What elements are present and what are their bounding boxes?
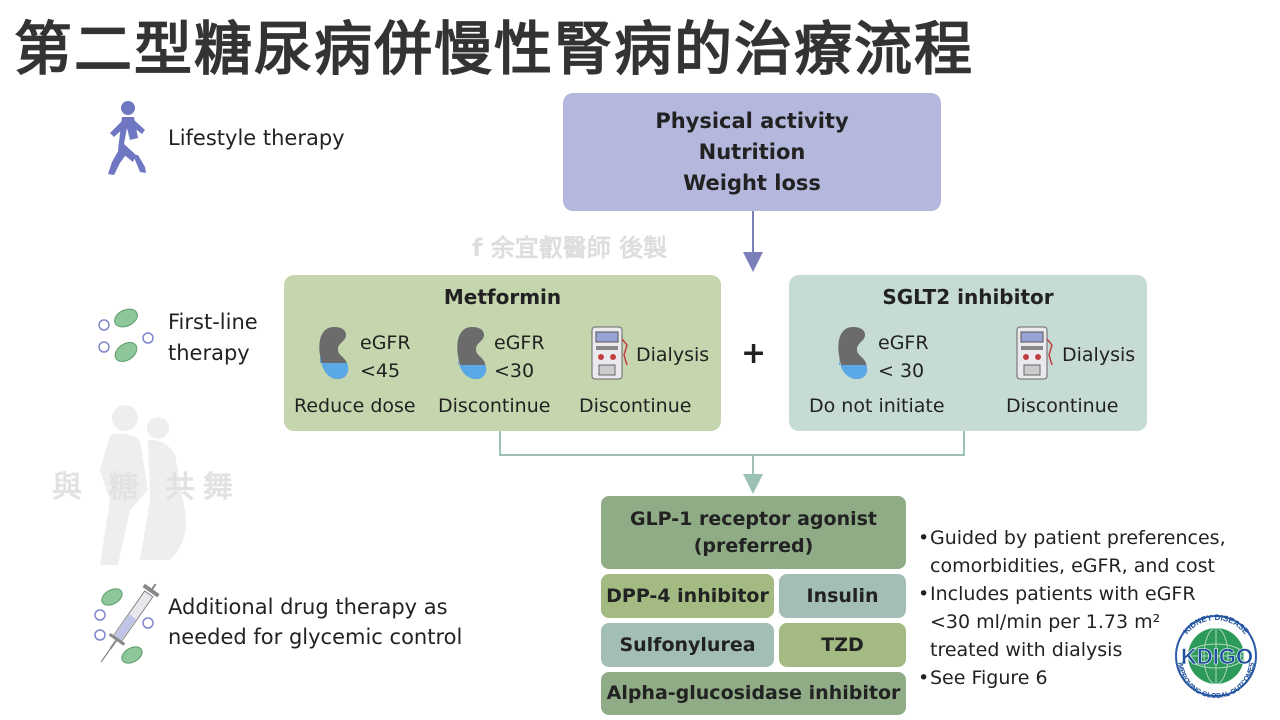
sglt2-inhibitor-box: SGLT2 inhibitor eGFR < 30 Do not initiat… <box>789 275 1147 431</box>
dialysis-machine-icon <box>591 326 628 380</box>
background-watermark-text: 與 糖 共舞 <box>52 470 241 505</box>
lifestyle-item-physical-activity: Physical activity <box>655 108 849 133</box>
metformin-reduce-dose-caption: Reduce dose <box>294 395 416 417</box>
dancers-silhouette <box>100 405 186 565</box>
sglt2-title: SGLT2 inhibitor <box>882 285 1054 309</box>
sglt2-egfr30-label: eGFR < 30 <box>878 332 929 382</box>
sglt2-dialysis-label: Dialysis <box>1062 344 1136 366</box>
tzd-box: TZD <box>779 623 906 667</box>
glp1-title: GLP-1 receptor agonist <box>629 507 878 530</box>
dpp4-inhibitor-box: DPP-4 inhibitor <box>601 574 774 618</box>
additional-therapy-label-2: needed for glycemic control <box>168 625 463 649</box>
additional-therapy-label-1: Additional drug therapy as <box>168 595 448 619</box>
metformin-title: Metformin <box>443 285 562 309</box>
runner-icon <box>108 101 146 175</box>
firstline-therapy-label-1: First-line <box>168 310 258 334</box>
sglt2-do-not-initiate-caption: Do not initiate <box>809 395 945 417</box>
author-watermark: f 余宜叡醫師 後製 <box>472 234 668 262</box>
pills-icon <box>98 308 154 363</box>
additional-therapy-notes: Guided by patient preferences, comorbidi… <box>918 524 1226 692</box>
metformin-box: Metformin eGFR <45 Reduce dose eGFR <30 … <box>284 275 721 431</box>
sulfonylurea-box: Sulfonylurea <box>601 623 774 667</box>
alpha-glucosidase-inhibitor-box: Alpha-glucosidase inhibitor <box>601 672 906 715</box>
page-title: 第二型糖尿病併慢性腎病的治療流程 <box>14 15 975 83</box>
kidney-icon <box>457 327 487 379</box>
kidney-icon <box>838 327 868 379</box>
kdigo-logo: KDIGO KIDNEY DISEASE IMPROVING GLOBAL OU… <box>1175 613 1257 700</box>
plus-sign: + <box>741 336 767 371</box>
kidney-icon <box>319 327 349 379</box>
kdigo-logo-text: KDIGO <box>1181 644 1253 669</box>
note-guided-by-preferences: Guided by patient preferences, comorbidi… <box>918 524 1226 580</box>
glp1-receptor-agonist-box: GLP-1 receptor agonist (preferred) <box>601 496 906 569</box>
glp1-preferred: (preferred) <box>693 534 814 557</box>
lifestyle-therapy-box: Physical activity Nutrition Weight loss <box>563 93 941 211</box>
sglt2-dialysis-discontinue-caption: Discontinue <box>1006 395 1119 417</box>
lifestyle-therapy-label: Lifestyle therapy <box>168 126 345 150</box>
note-see-figure: See Figure 6 <box>918 664 1226 692</box>
lifestyle-item-weight-loss: Weight loss <box>683 170 821 195</box>
dialysis-machine-icon <box>1016 326 1053 380</box>
note-includes-dialysis-patients: Includes patients with eGFR <30 ml/min p… <box>918 580 1226 664</box>
metformin-egfr30-label: eGFR <30 <box>494 332 545 382</box>
firstline-merge-line <box>499 431 965 456</box>
metformin-discontinue-caption: Discontinue <box>438 395 551 417</box>
metformin-dialysis-discontinue-caption: Discontinue <box>579 395 692 417</box>
syringe-pills-icon <box>94 583 160 664</box>
insulin-box: Insulin <box>779 574 906 618</box>
lifestyle-item-nutrition: Nutrition <box>698 139 806 164</box>
firstline-therapy-label-2: therapy <box>168 341 250 365</box>
metformin-egfr45-label: eGFR <45 <box>360 332 411 382</box>
metformin-dialysis-label: Dialysis <box>636 344 710 366</box>
